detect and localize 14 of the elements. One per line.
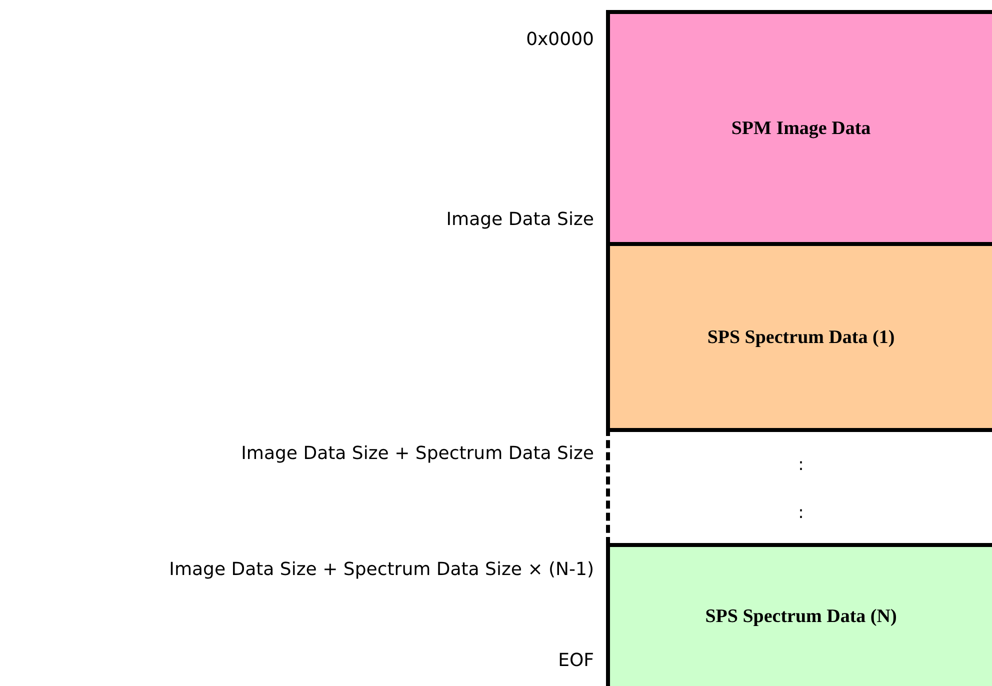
memory-block: [606, 543, 992, 686]
ellipsis-mark: :: [798, 454, 804, 474]
offset-label: Image Data Size: [446, 209, 594, 231]
memory-block: [606, 428, 992, 545]
offset-label: Image Data Size + Spectrum Data Size: [241, 443, 594, 465]
block-title: SPS Spectrum Data (1): [707, 327, 895, 349]
block-title: SPS Spectrum Data (N): [705, 606, 897, 628]
offset-label: 0x0000: [526, 29, 594, 51]
memory-block: [606, 242, 992, 430]
block-title: SPM Image Data: [731, 118, 871, 140]
memory-block: [606, 10, 992, 244]
offset-label: EOF: [558, 650, 594, 672]
ellipsis-mark: :: [798, 502, 804, 522]
offset-label: Image Data Size + Spectrum Data Size × (N-1): [169, 559, 594, 581]
